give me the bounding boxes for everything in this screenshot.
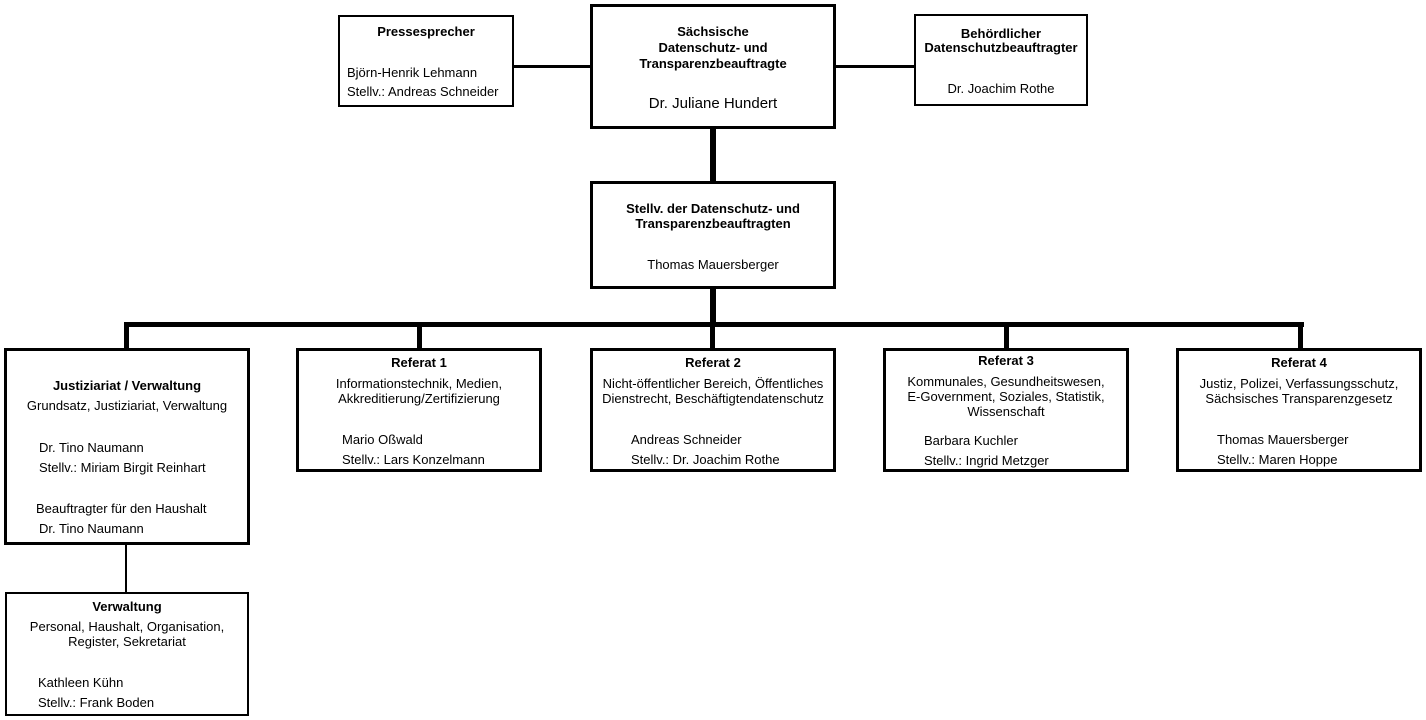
ref3-deputy: Stellv.: Ingrid Metzger [924, 453, 1049, 468]
ref4-person: Thomas Mauersberger [1217, 432, 1349, 447]
connector-bus-ref2 [710, 322, 715, 350]
connector-bus-ref3 [1004, 322, 1009, 350]
verwaltung-title: Verwaltung [92, 599, 162, 614]
connector-bus-justiz [124, 322, 129, 350]
deputy-title-line-1: Stellv. der Datenschutz- und [626, 201, 800, 216]
deputy-person: Thomas Mauersberger [647, 257, 779, 272]
ref1-desc-line-2: Akkreditierung/Zertifizierung [338, 391, 500, 406]
ref4-desc-line-2: Sächsisches Transparenzgesetz [1205, 391, 1393, 406]
head-title-line-3: Transparenzbeauftragte [639, 56, 787, 71]
dpo-title-line-2: Datenschutzbeauftragter [924, 40, 1078, 55]
justiz-budget-label: Beauftragter für den Haushalt [36, 501, 207, 516]
ref3-person: Barbara Kuchler [924, 433, 1018, 448]
press-title: Pressesprecher [377, 24, 475, 39]
connector-bus-ref1 [417, 322, 422, 350]
ref3-title: Referat 3 [978, 353, 1034, 368]
connector-deputy-bus [710, 287, 716, 324]
ref1-person: Mario Oßwald [342, 432, 423, 447]
ref4-box: Referat 4 Justiz, Polizei, Verfassungssc… [1176, 348, 1422, 472]
head-title-line-2: Datenschutz- und [658, 40, 768, 55]
deputy-title-line-2: Transparenzbeauftragten [635, 216, 791, 231]
verwaltung-deputy: Stellv.: Frank Boden [38, 695, 155, 710]
verwaltung-box: Verwaltung Personal, Haushalt, Organisat… [5, 592, 249, 716]
ref3-desc-line-2: E-Government, Soziales, Statistik, [907, 389, 1105, 404]
connector-bus-ref4 [1298, 322, 1303, 350]
ref4-desc-line-1: Justiz, Polizei, Verfassungsschutz, [1199, 376, 1399, 391]
justiz-subtitle: Grundsatz, Justiziariat, Verwaltung [26, 398, 228, 413]
deputy-box: Stellv. der Datenschutz- und Transparenz… [590, 181, 836, 289]
verwaltung-person: Kathleen Kühn [38, 675, 124, 690]
justiz-box: Justiziariat / Verwaltung Grundsatz, Jus… [4, 348, 250, 545]
ref4-title: Referat 4 [1271, 355, 1327, 370]
head-box: Sächsische Datenschutz- und Transparenzb… [590, 4, 836, 129]
head-name: Dr. Juliane Hundert [648, 95, 778, 112]
connector-press-head [512, 65, 592, 68]
ref1-deputy: Stellv.: Lars Konzelmann [342, 452, 485, 467]
ref1-box: Referat 1 Informationstechnik, Medien, A… [296, 348, 542, 472]
ref3-desc-line-1: Kommunales, Gesundheitswesen, [907, 374, 1105, 389]
justiz-person: Dr. Tino Naumann [39, 440, 144, 455]
ref1-title: Referat 1 [391, 355, 447, 370]
press-box: Pressesprecher Björn-Henrik Lehmann Stel… [338, 15, 514, 107]
dpo-person: Dr. Joachim Rothe [947, 81, 1055, 96]
ref2-desc-line-2: Dienstrecht, Beschäftigtendatenschutz [602, 391, 824, 406]
ref2-box: Referat 2 Nicht-öffentlicher Bereich, Öf… [590, 348, 836, 472]
ref2-desc-line-1: Nicht-öffentlicher Bereich, Öffentliches [602, 376, 824, 391]
dpo-box: Behördlicher Datenschutzbeauftragter Dr.… [914, 14, 1088, 106]
verwaltung-desc-line-2: Register, Sekretariat [68, 634, 186, 649]
dpo-title-line-1: Behördlicher [960, 26, 1042, 41]
connector-head-dpo [834, 65, 916, 68]
connector-justiz-verwaltung [125, 543, 127, 594]
ref2-deputy: Stellv.: Dr. Joachim Rothe [631, 452, 780, 467]
ref4-deputy: Stellv.: Maren Hoppe [1217, 452, 1338, 467]
justiz-budget-person: Dr. Tino Naumann [39, 521, 144, 536]
press-person: Björn-Henrik Lehmann [347, 65, 478, 80]
ref2-person: Andreas Schneider [631, 432, 742, 447]
press-deputy: Stellv.: Andreas Schneider [347, 84, 499, 99]
connector-head-deputy [710, 127, 716, 183]
justiz-deputy: Stellv.: Miriam Birgit Reinhart [39, 460, 206, 475]
ref1-desc-line-1: Informationstechnik, Medien, [335, 376, 503, 391]
head-title-line-1: Sächsische [677, 24, 749, 39]
ref2-title: Referat 2 [685, 355, 741, 370]
verwaltung-desc-line-1: Personal, Haushalt, Organisation, [29, 619, 225, 634]
ref3-box: Referat 3 Kommunales, Gesundheitswesen, … [883, 348, 1129, 472]
ref3-desc-line-3: Wissenschaft [967, 404, 1045, 419]
justiz-title: Justiziariat / Verwaltung [52, 378, 202, 393]
